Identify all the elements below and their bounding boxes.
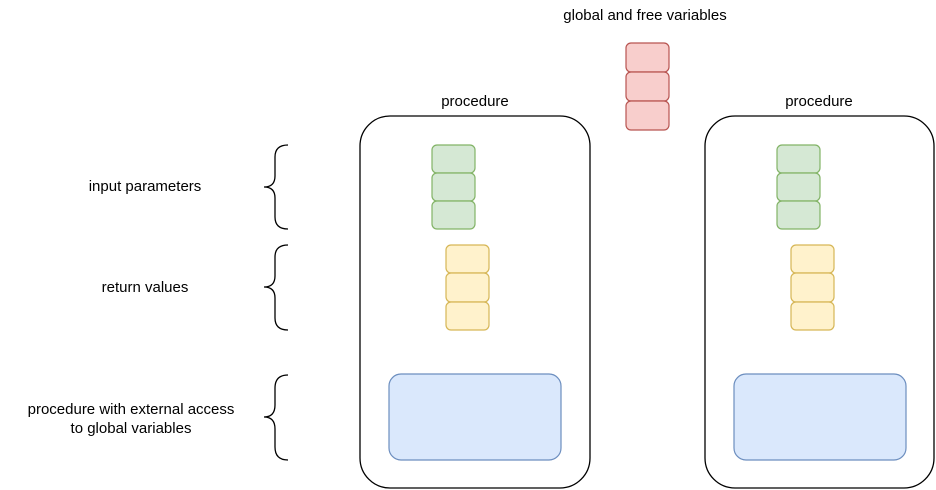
return-value-cell [445, 301, 490, 331]
brace-return-values [263, 244, 289, 331]
return-value-cell [790, 244, 835, 274]
procedure-title-2: procedure [785, 93, 853, 110]
procedure-body [733, 373, 907, 461]
global-variable-cell [625, 71, 670, 102]
procedure-outline [704, 115, 935, 489]
global-variables-stack [625, 42, 670, 131]
input-parameter-cell [431, 144, 476, 174]
input-parameter-cell [776, 144, 821, 174]
return-value-cell [790, 301, 835, 331]
global-variables-label: global and free variables [563, 7, 727, 24]
return-value-cell [445, 272, 490, 303]
brace-input-parameters [263, 144, 289, 230]
procedure-body [388, 373, 562, 461]
procedure-box-2 [704, 115, 935, 489]
input-parameter-cell [431, 172, 476, 202]
input-parameter-cell [776, 172, 821, 202]
external-access-label-line1: procedure with external access [27, 401, 235, 418]
global-variable-cell [625, 100, 670, 131]
procedure-box-1 [359, 115, 591, 489]
global-variable-cell [625, 42, 670, 73]
input-parameter-cell [431, 200, 476, 230]
input-parameter-cell [776, 200, 821, 230]
external-access-label-line2: to global variables [70, 420, 192, 437]
procedure-title-1: procedure [441, 93, 509, 110]
return-values-label: return values [101, 279, 189, 296]
brace-external-access [263, 374, 289, 461]
return-value-cell [445, 244, 490, 274]
input-parameters-label: input parameters [88, 178, 202, 195]
procedure-outline [359, 115, 591, 489]
return-value-cell [790, 272, 835, 303]
